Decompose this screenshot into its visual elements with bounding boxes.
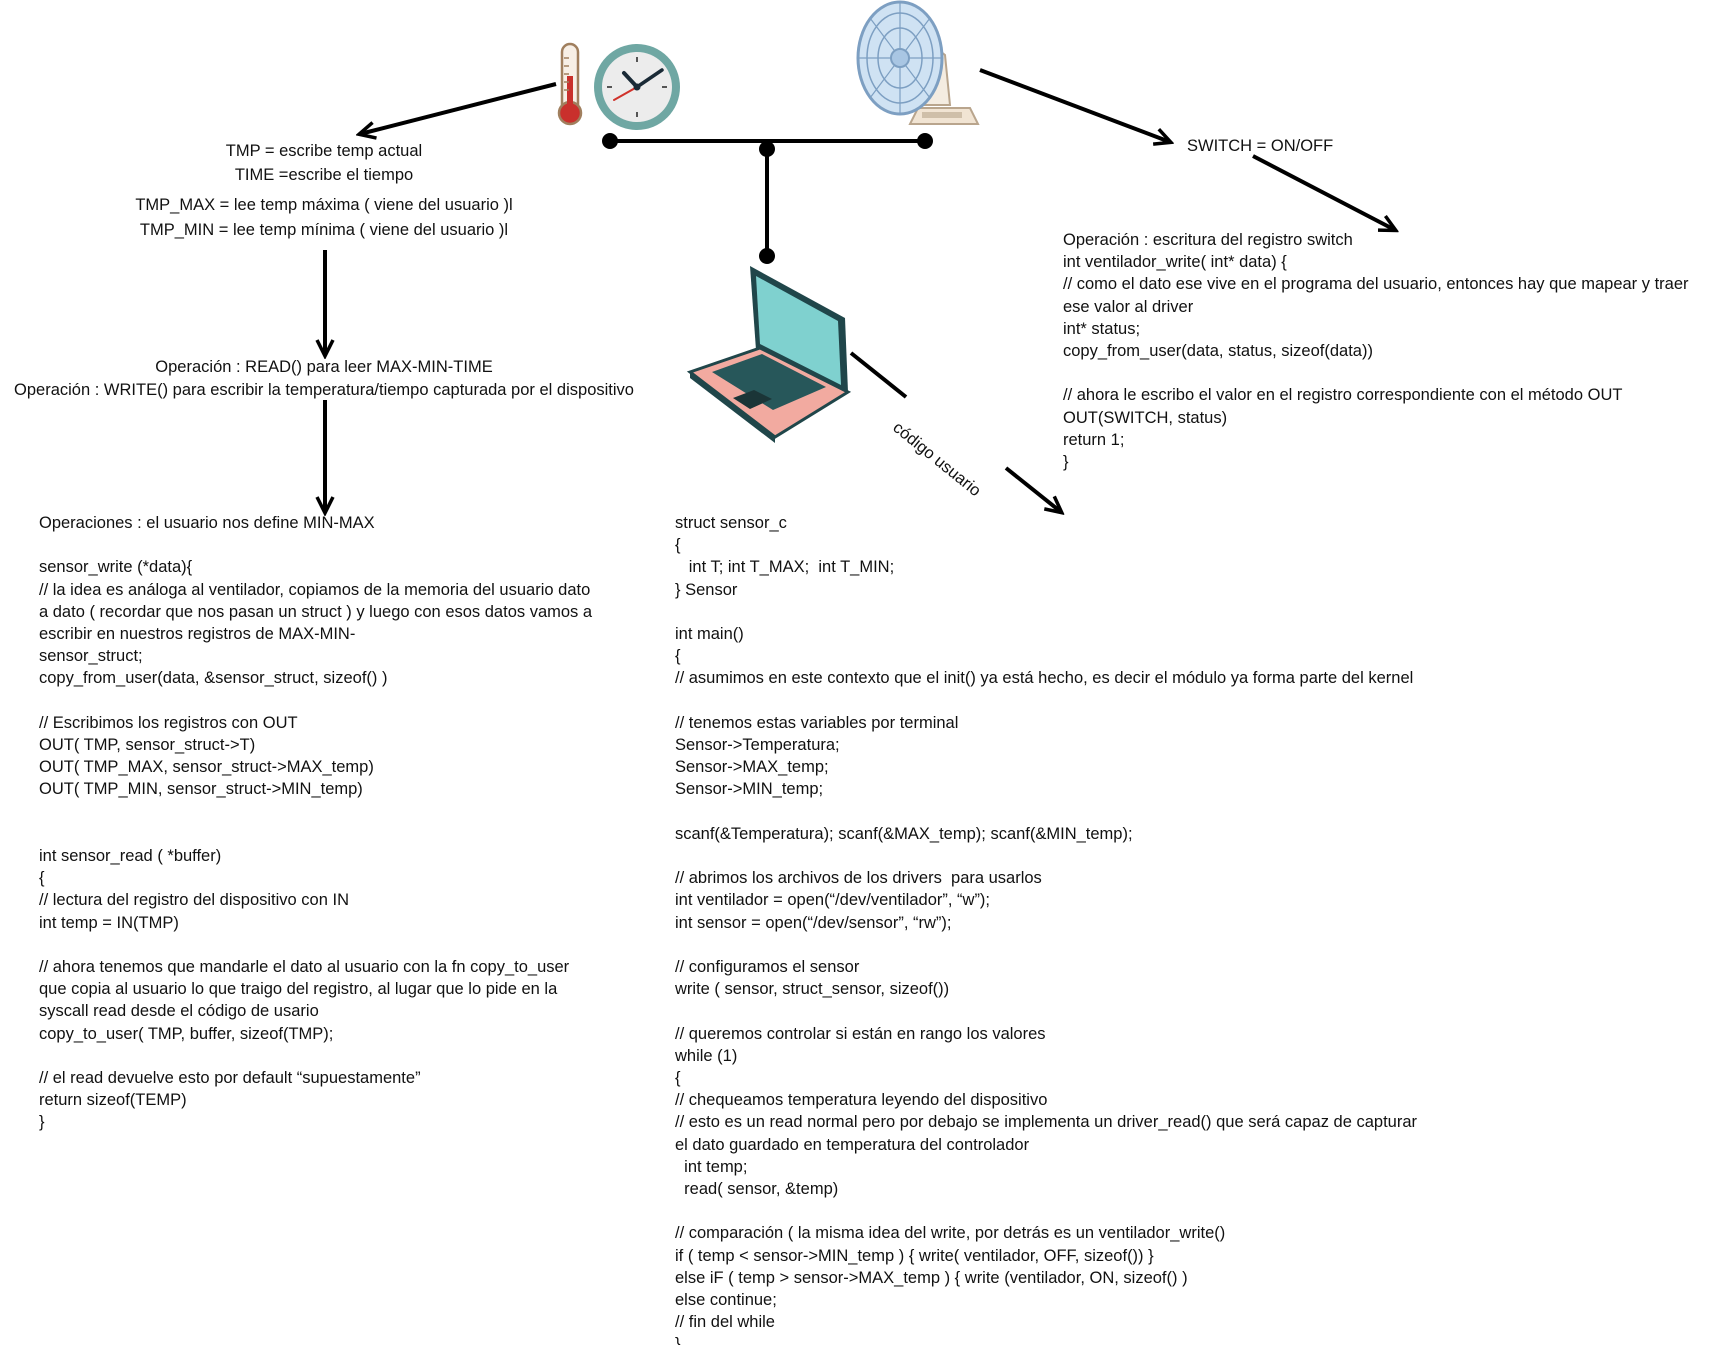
clock-icon [594, 44, 680, 130]
fan-icon [856, 0, 980, 125]
code-line: return sizeof(TEMP) [39, 1091, 187, 1110]
code-line [675, 801, 1715, 823]
arrow-laptop-to-user-code-a [849, 351, 908, 399]
code-line [675, 601, 1715, 623]
code-line: } [1063, 453, 1069, 472]
user-program-code: struct sensor_c { int T; int T_MAX; int T… [675, 512, 1715, 1345]
code-line: copy_to_user( TMP, buffer, sizeof(TMP); [39, 1024, 334, 1043]
code-line: copy_from_user(data, &sensor_struct, siz… [39, 669, 388, 688]
operation-write: Operación : WRITE() para escribir la tem… [14, 381, 634, 399]
device-bus [602, 133, 933, 264]
code-line: int ventilador_write( int* data) { [1063, 253, 1287, 272]
fan-driver-code: Operación : escritura del registro switc… [1063, 229, 1713, 473]
code-line: int sensor_read ( *buffer) [39, 846, 222, 865]
code-line: { [675, 647, 681, 666]
code-line [675, 845, 1715, 867]
code-line [39, 534, 639, 556]
code-line: // fin del while [675, 1313, 775, 1332]
code-line: OUT(SWITCH, status) [1063, 408, 1228, 427]
code-line [675, 690, 1715, 712]
code-line: else continue; [675, 1291, 777, 1309]
sensor-driver-code: Operaciones : el usuario nos define MIN-… [39, 512, 639, 1134]
code-line [39, 690, 639, 712]
register-tmp-max: TMP_MAX = lee temp máxima ( viene del us… [135, 196, 513, 214]
code-line: // esto es un read normal pero por debaj… [675, 1113, 1418, 1132]
code-line: else iF ( temp > sensor->MAX_temp ) { wr… [675, 1268, 1188, 1287]
code-line: read( sensor, &temp) [675, 1180, 839, 1198]
code-line: int main() [675, 625, 744, 643]
laptop-icon [686, 266, 852, 443]
code-line: // tenemos estas variables por terminal [675, 713, 959, 732]
code-line [39, 801, 639, 823]
switch-register-label: SWITCH = ON/OFF [1187, 137, 1334, 155]
code-line: ese valor al driver [1063, 297, 1194, 316]
code-line: OUT( TMP_MIN, sensor_struct->MIN_temp) [39, 780, 363, 799]
code-line: scanf(&Temperatura); scanf(&MAX_temp); s… [675, 824, 1133, 843]
code-line: write ( sensor, struct_sensor, sizeof()) [675, 980, 950, 999]
code-line: int ventilador = open(“/dev/ventilador”,… [675, 891, 991, 910]
code-line: int temp = IN(TMP) [39, 913, 179, 932]
register-tmp-min: TMP_MIN = lee temp mínima ( viene del us… [139, 221, 509, 239]
code-line: while (1) [675, 1046, 738, 1065]
arrow-sensor-to-regs [360, 82, 557, 134]
code-line: Sensor->Temperatura; [675, 736, 840, 754]
code-line [39, 823, 639, 845]
code-line: // comparación ( la misma idea del write… [675, 1224, 1226, 1243]
code-line: // como el dato ese vive en el programa … [1063, 275, 1689, 294]
code-line: sensor_write (*data){ [39, 558, 193, 577]
code-line: // abrimos los archivos de los drivers p… [675, 869, 1042, 888]
thermometer-icon [557, 42, 583, 126]
code-line: int sensor = open(“/dev/sensor”, “rw”); [675, 913, 952, 932]
code-line: } Sensor [675, 580, 738, 599]
code-line [675, 934, 1715, 956]
code-line [675, 1200, 1715, 1222]
code-line: sensor_struct; [39, 647, 143, 666]
code-line: // chequeamos temperatura leyendo del di… [675, 1091, 1048, 1110]
code-line [1063, 362, 1713, 384]
code-line: return 1; [1063, 430, 1125, 449]
code-line: Sensor->MAX_temp; [675, 758, 829, 777]
code-line: a dato ( recordar que nos pasan un struc… [39, 602, 593, 621]
code-line [39, 934, 639, 956]
code-line [39, 1045, 639, 1067]
register-tmp: TMP = escribe temp actual [225, 142, 423, 160]
code-line: int* status; [1063, 319, 1141, 338]
code-line: OUT( TMP, sensor_struct->T) [39, 736, 256, 754]
code-line: // lectura del registro del dispositivo … [39, 891, 349, 910]
code-line: Operaciones : el usuario nos define MIN-… [39, 514, 375, 532]
code-line: escribir en nuestros registros de MAX-MI… [39, 625, 356, 643]
code-line: struct sensor_c [675, 514, 787, 532]
code-line: syscall read desde el código de usario [39, 1002, 319, 1021]
code-line: int T; int T_MAX; int T_MIN; [675, 558, 895, 577]
code-line: // asumimos en este contexto que el init… [675, 669, 1414, 688]
code-line: OUT( TMP_MAX, sensor_struct->MAX_temp) [39, 758, 374, 777]
code-line: } [675, 1335, 681, 1345]
code-line: { [39, 869, 45, 888]
code-line: // el read devuelve esto por default “su… [39, 1068, 421, 1087]
code-line: // configuramos el sensor [675, 957, 860, 976]
code-line: // ahora tenemos que mandarle el dato al… [39, 957, 570, 976]
arrow-switch-to-fan-op [1252, 154, 1395, 230]
code-line: { [675, 536, 681, 555]
code-line: // queremos controlar si están en rango … [675, 1024, 1046, 1043]
code-line: // la idea es análoga al ventilador, cop… [39, 580, 591, 599]
code-line: int temp; [675, 1157, 748, 1176]
code-line: el dato guardado en temperatura del cont… [675, 1135, 1030, 1154]
code-line: copy_from_user(data, status, sizeof(data… [1063, 342, 1373, 361]
register-time: TIME =escribe el tiempo [234, 166, 414, 184]
code-line: } [39, 1113, 45, 1132]
arrow-laptop-to-user-code-b [1004, 466, 1061, 512]
code-line [675, 1000, 1715, 1022]
arrow-fan-to-switch [979, 68, 1170, 142]
code-line: que copia al usuario lo que traigo del r… [39, 980, 558, 999]
code-line: Operación : escritura del registro switc… [1063, 231, 1353, 249]
code-line: Sensor->MIN_temp; [675, 780, 824, 799]
code-line: // Escribimos los registros con OUT [39, 713, 298, 732]
operation-read: Operación : READ() para leer MAX-MIN-TIM… [155, 358, 493, 376]
code-line: // ahora le escribo el valor en el regis… [1063, 386, 1623, 405]
code-line: if ( temp < sensor->MIN_temp ) { write( … [675, 1246, 1154, 1265]
code-line: { [675, 1068, 681, 1087]
